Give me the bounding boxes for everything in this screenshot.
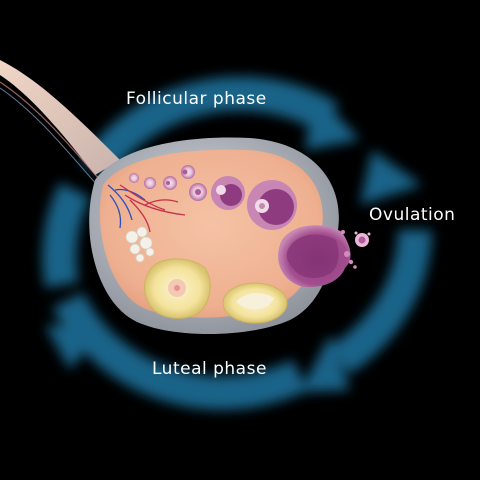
released-oocyte <box>354 231 371 247</box>
regressing-corpus-luteum <box>222 282 288 324</box>
ovarian-ligament <box>0 60 120 175</box>
circular-arrows-icon <box>42 76 432 410</box>
secondary-follicle <box>211 176 245 210</box>
tertiary-follicle <box>247 180 297 230</box>
blood-vessels <box>107 184 186 233</box>
corpus-albicans <box>125 226 155 263</box>
follicular-phase-label: Follicular phase <box>126 89 267 109</box>
corpus-luteum <box>143 258 211 319</box>
primordial-follicles <box>129 165 207 201</box>
ovulating-follicle <box>278 225 357 288</box>
luteal-phase-label: Luteal phase <box>152 359 267 379</box>
ovulation-label: Ovulation <box>369 205 456 225</box>
